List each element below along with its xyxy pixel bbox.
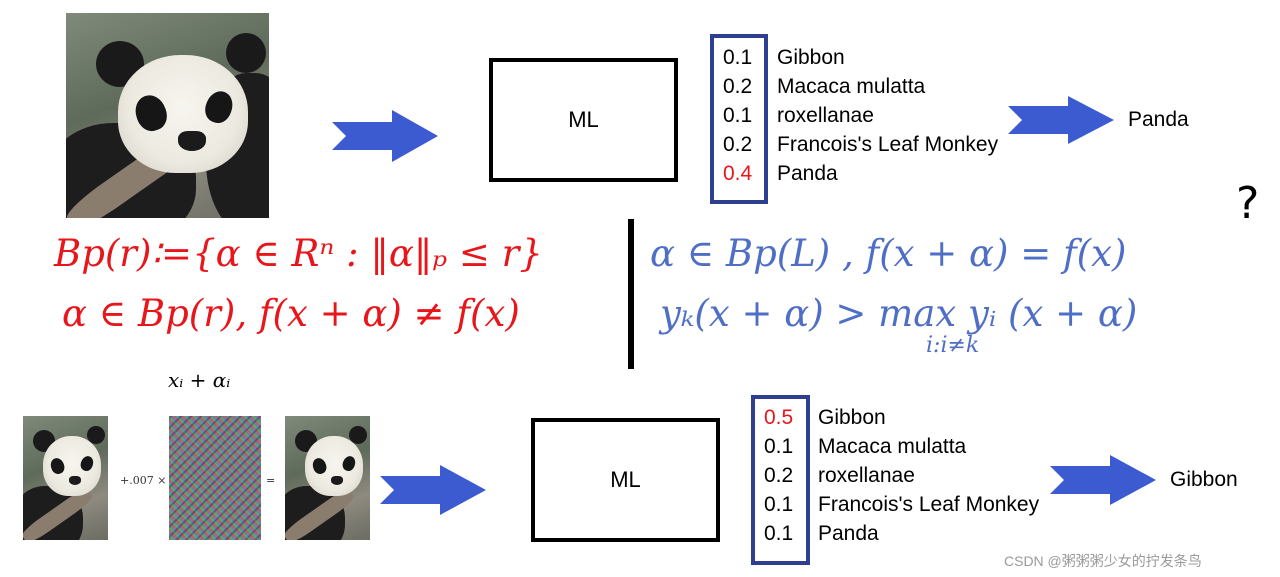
formula-divider — [628, 219, 634, 369]
formula-max-subscript: i:i≠k — [926, 333, 980, 358]
ml-label: ML — [568, 107, 599, 132]
perturbation-multiplier: +.007 × — [120, 474, 167, 487]
formula-ball-definition: Bp(r)∶={α ∈ Rⁿ : ‖α‖ₚ ≤ r} — [54, 232, 543, 275]
output-label: Panda — [1128, 108, 1189, 131]
prediction-row: 0.1 Francois's Leaf Monkey — [764, 493, 1039, 517]
prediction-value-highlight: 0.5 — [764, 406, 794, 429]
ml-model-box: ML — [531, 418, 720, 542]
prediction-value: 0.1 — [764, 493, 794, 516]
watermark: CSDN @粥粥粥少女的拧发条鸟 — [1004, 553, 1202, 569]
prediction-label: Francois's Leaf Monkey — [777, 133, 999, 156]
prediction-value: 0.1 — [764, 522, 794, 545]
prediction-label: Panda — [777, 162, 838, 185]
prediction-label: Francois's Leaf Monkey — [818, 493, 1040, 516]
prediction-label: roxellanae — [818, 464, 915, 487]
panda-image-adversarial — [285, 416, 370, 540]
arrow-icon — [380, 465, 486, 515]
prediction-value: 0.2 — [723, 75, 753, 98]
prediction-value: 0.1 — [764, 435, 794, 458]
ml-label: ML — [610, 467, 641, 492]
formula-adversarial-condition: α ∈ Bp(r), f(x + α) ≠ f(x) — [62, 292, 520, 335]
prediction-row: 0.1 roxellanae — [723, 104, 874, 128]
prediction-label: Macaca mulatta — [777, 75, 926, 98]
ml-model-box: ML — [489, 58, 678, 182]
noise-image — [169, 416, 261, 540]
prediction-row: 0.1 Panda — [764, 522, 879, 546]
prediction-value: 0.2 — [764, 464, 794, 487]
formula-margin-condition: yₖ(x + α) > max yᵢ (x + α) — [660, 292, 1138, 335]
arrow-icon — [332, 110, 438, 162]
prediction-row: 0.4 Panda — [723, 162, 838, 186]
prediction-label: roxellanae — [777, 104, 874, 127]
prediction-value: 0.1 — [723, 46, 753, 69]
arrow-icon — [1050, 455, 1156, 505]
prediction-row: 0.2 Francois's Leaf Monkey — [723, 133, 998, 157]
prediction-box — [751, 395, 810, 565]
panda-image-original — [66, 13, 269, 218]
prediction-row: 0.1 Gibbon — [723, 46, 845, 70]
equals-sign: = — [266, 474, 276, 487]
question-mark: ? — [1236, 178, 1260, 229]
prediction-label: Panda — [818, 522, 879, 545]
perturbation-formula: xᵢ + αᵢ — [168, 368, 231, 392]
prediction-value: 0.2 — [723, 133, 753, 156]
prediction-box — [710, 34, 768, 204]
prediction-row: 0.5 Gibbon — [764, 406, 886, 430]
prediction-value-highlight: 0.4 — [723, 162, 753, 185]
prediction-row: 0.1 Macaca mulatta — [764, 435, 966, 459]
prediction-value: 0.1 — [723, 104, 753, 127]
prediction-label: Gibbon — [818, 406, 886, 429]
prediction-label: Gibbon — [777, 46, 845, 69]
panda-image-input — [23, 416, 108, 540]
output-label: Gibbon — [1170, 468, 1238, 491]
prediction-row: 0.2 Macaca mulatta — [723, 75, 925, 99]
arrow-icon — [1008, 96, 1114, 144]
prediction-row: 0.2 roxellanae — [764, 464, 915, 488]
prediction-label: Macaca mulatta — [818, 435, 967, 458]
formula-robustness-condition: α ∈ Bp(L) , f(x + α) = f(x) — [650, 232, 1127, 275]
